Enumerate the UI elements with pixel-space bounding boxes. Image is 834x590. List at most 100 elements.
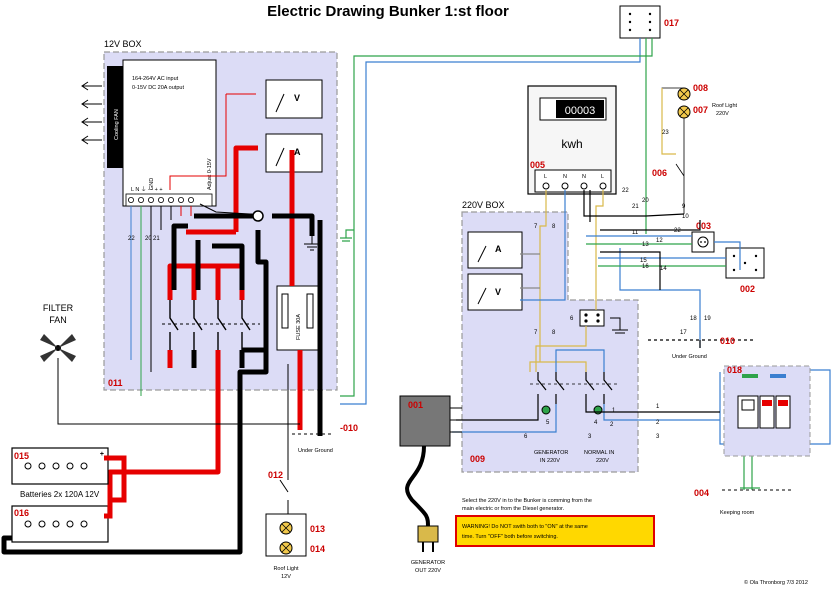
diagram-title: Electric Drawing Bunker 1:st floor [267, 3, 509, 20]
svg-text:2: 2 [656, 420, 660, 426]
battery-016: 016 [11, 505, 109, 543]
junction-12v [252, 210, 264, 222]
svg-text:7: 7 [534, 330, 538, 336]
svg-text:N: N [582, 174, 586, 180]
svg-text:1: 1 [656, 404, 660, 410]
volt-meter-220v: V [467, 273, 523, 311]
svg-text:016: 016 [14, 508, 29, 518]
wires-220v [340, 38, 831, 490]
svg-text:220V: 220V [716, 111, 729, 117]
volt-meter-12v: V [265, 79, 323, 119]
svg-text:kwh: kwh [561, 137, 582, 151]
battery-015: 015 + [11, 447, 109, 485]
svg-text:18: 18 [690, 316, 697, 322]
svg-text:Under Ground: Under Ground [298, 448, 333, 454]
svg-text:8: 8 [552, 330, 556, 336]
svg-text:V: V [495, 287, 501, 297]
kwh-meter: 00003 kwh 005 L N N L [527, 85, 617, 195]
svg-text:20: 20 [642, 198, 649, 204]
svg-text:+: + [100, 451, 104, 458]
svg-text:018: 018 [727, 365, 742, 375]
svg-text:013: 013 [310, 524, 325, 534]
svg-text:002: 002 [740, 284, 755, 294]
svg-text:015: 015 [14, 451, 29, 461]
select-note-2: main electric or from the Diesel generat… [462, 506, 565, 512]
svg-text:15: 15 [640, 258, 647, 264]
svg-text:007: 007 [693, 105, 708, 115]
svg-text:Roof Light: Roof Light [712, 103, 738, 109]
box-220v-label: 220V BOX [462, 200, 505, 210]
cooling-fan-label: Cooling FAN [114, 109, 120, 140]
svg-text:006: 006 [652, 168, 667, 178]
psu-terminals: L N ⏚ - - + + [131, 186, 163, 193]
svg-text:V: V [294, 93, 300, 103]
svg-text:3: 3 [656, 434, 660, 440]
ground-symbol-12v [304, 236, 320, 251]
svg-text:17: 17 [680, 330, 687, 336]
svg-text:N: N [563, 174, 567, 180]
svg-text:014: 014 [310, 544, 325, 554]
warning-box: WARNING! Do NOT swith both to "ON" at th… [455, 515, 655, 547]
svg-text:23: 23 [662, 130, 669, 136]
svg-text:FUSE 30A: FUSE 30A [296, 314, 302, 340]
svg-text:6: 6 [570, 316, 574, 322]
svg-text:A: A [495, 244, 502, 254]
svg-text:21: 21 [153, 236, 160, 242]
svg-text:012: 012 [268, 470, 283, 480]
svg-text:3: 3 [588, 434, 592, 440]
svg-text:12V: 12V [281, 574, 291, 580]
switches-12v [162, 300, 260, 350]
svg-text:-010: -010 [340, 423, 358, 433]
svg-text:19: 19 [704, 316, 711, 322]
roof-light-12v: 012 013 014 Roof Light 12V [265, 364, 325, 580]
socket-003: 003 [691, 221, 715, 253]
svg-text:L: L [544, 174, 547, 180]
junction-box-017: 017 [619, 5, 679, 39]
svg-text:9: 9 [682, 204, 686, 210]
svg-text:L: L [601, 174, 604, 180]
svg-text:14: 14 [660, 266, 667, 272]
svg-text:1: 1 [612, 408, 616, 414]
amp-meter-220v: A [467, 231, 523, 269]
svg-text:008: 008 [693, 83, 708, 93]
normal-in-label: NORMAL IN [584, 450, 614, 456]
svg-text:220V: 220V [596, 458, 609, 464]
svg-text:20: 20 [145, 236, 152, 242]
select-note-1: Select the 220V in to the Bunker is comm… [462, 498, 592, 504]
svg-text:A: A [294, 147, 301, 157]
part-011: 011 [108, 378, 123, 388]
svg-text:22: 22 [674, 228, 681, 234]
svg-text:time. Turn "OFF" both before s: time. Turn "OFF" both before switching. [462, 534, 558, 540]
power-supply: Cooling FAN 164-264V AC input 0-15V DC 2… [107, 59, 217, 207]
svg-text:Roof Light: Roof Light [273, 566, 299, 572]
svg-text:7: 7 [534, 224, 538, 230]
changeover-switches [530, 372, 620, 404]
svg-text:8: 8 [552, 224, 556, 230]
psu-adjust-label: Adjust 0-15V [207, 158, 213, 190]
svg-text:13: 13 [642, 242, 649, 248]
batteries-label: Batteries 2x 120A 12V [20, 490, 100, 499]
svg-text:21: 21 [632, 204, 639, 210]
svg-text:WARNING! Do NOT swith both to: WARNING! Do NOT swith both to "ON" at th… [462, 524, 588, 530]
svg-text:5: 5 [546, 420, 550, 426]
svg-text:003: 003 [696, 221, 711, 231]
box-12v-label: 12V BOX [104, 39, 142, 49]
svg-text:005: 005 [530, 160, 545, 170]
generator-in-label: GENERATOR [534, 450, 568, 456]
psu-spec-1: 164-264V AC input [132, 76, 179, 82]
junction-box-002: 002 [725, 247, 765, 294]
svg-text:22: 22 [128, 236, 135, 242]
svg-text:FAN: FAN [49, 315, 67, 325]
svg-text:4: 4 [594, 420, 598, 426]
svg-text:001: 001 [408, 400, 423, 410]
under-ground-right: Under Ground [672, 354, 707, 360]
roof-light-220v: 008 007 Roof Light 220V 006 [652, 83, 738, 214]
svg-text:22: 22 [622, 188, 629, 194]
svg-text:2: 2 [610, 422, 614, 428]
black-wires-12v [1, 213, 323, 555]
svg-text:11: 11 [632, 230, 639, 236]
fuse-30a: FUSE 30A [276, 285, 322, 351]
svg-text:10: 10 [682, 214, 689, 220]
terminal-block-220v [579, 309, 628, 334]
